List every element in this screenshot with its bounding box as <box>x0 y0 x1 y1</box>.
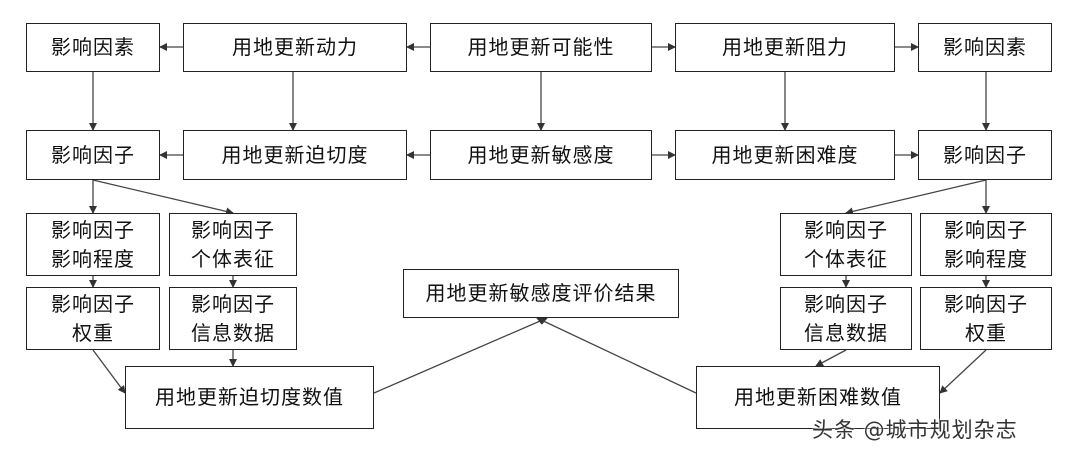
node-factor-degree-right: 影响因子 影响程度 <box>920 213 1052 276</box>
node-factor-info-left: 影响因子 信息数据 <box>169 287 297 350</box>
watermark-text: 头条 @城市规划杂志 <box>812 418 1018 442</box>
arrow-factor-right-to-individual <box>845 179 987 216</box>
node-influence-factors-right: 影响因素 <box>918 23 1052 72</box>
arrow-weight-right-to-difficulty-value <box>939 349 987 394</box>
node-factor-weight-left: 影响因子 权重 <box>26 287 160 350</box>
node-renewal-driving-force: 用地更新动力 <box>183 23 407 72</box>
node-factor-weight-right: 影响因子 权重 <box>920 287 1052 350</box>
node-renewal-sensitivity: 用地更新敏感度 <box>430 130 652 180</box>
node-factor-info-right: 影响因子 信息数据 <box>780 287 912 350</box>
node-renewal-urgency: 用地更新迫切度 <box>183 130 407 180</box>
node-influence-factor-left: 影响因子 <box>26 130 160 180</box>
node-renewal-resistance: 用地更新阻力 <box>675 23 895 72</box>
arrow-info-right-to-difficulty-value <box>815 349 847 367</box>
node-renewal-possibility: 用地更新可能性 <box>430 23 652 72</box>
node-factor-degree-left: 影响因子 影响程度 <box>26 213 160 276</box>
arrow-weight-left-to-urgency-value <box>92 349 126 394</box>
arrow-urgency-value-to-result <box>373 317 548 394</box>
node-factor-individual-left: 影响因子 个体表征 <box>169 213 297 276</box>
arrow-difficulty-value-to-result <box>536 317 697 394</box>
node-sensitivity-result: 用地更新敏感度评价结果 <box>403 269 679 318</box>
node-renewal-difficulty: 用地更新困难度 <box>675 130 895 180</box>
node-difficulty-value: 用地更新困难数值 <box>696 366 940 429</box>
arrow-factor-left-to-individual <box>92 179 234 216</box>
node-influence-factor-right: 影响因子 <box>918 130 1052 180</box>
node-urgency-value: 用地更新迫切度数值 <box>125 366 374 429</box>
node-influence-factors-left: 影响因素 <box>26 23 160 72</box>
node-factor-individual-right: 影响因子 个体表征 <box>780 213 912 276</box>
